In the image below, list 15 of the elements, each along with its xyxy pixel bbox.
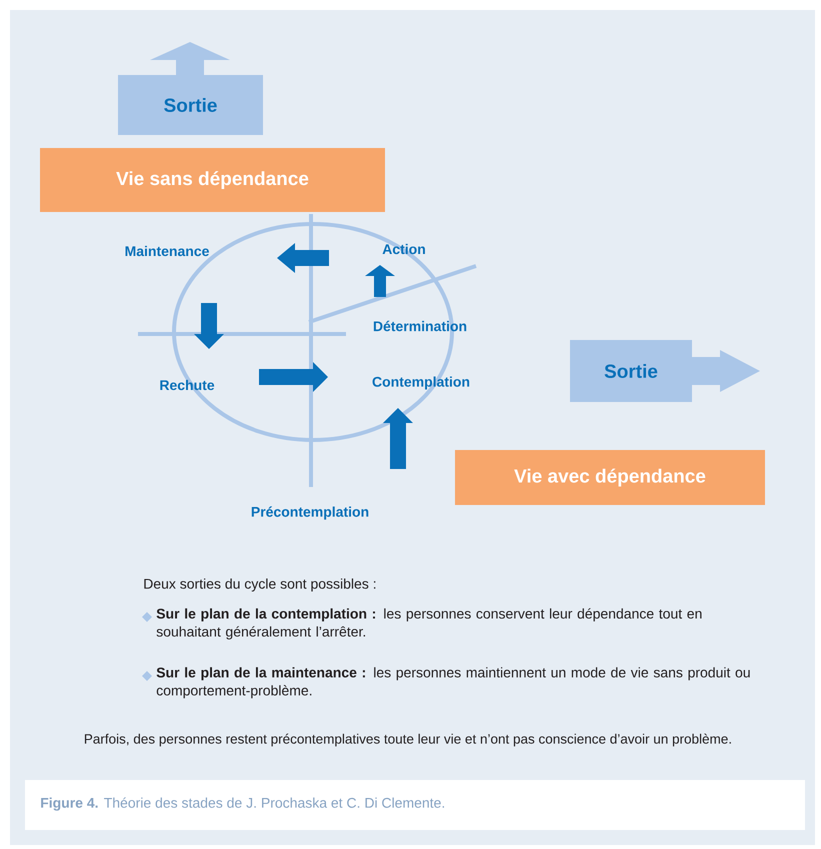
exit-arrow-box: Sortie [570, 340, 760, 402]
stage-label: Rechute [160, 380, 214, 390]
stage-label: Contemplation [372, 376, 470, 390]
note-text: Parfois, des personnes restent précontemplatives toute leur vie et n’ont pas conscience d’avoir un problème. [84, 734, 731, 746]
exit-arrow-box: Sortie [118, 42, 263, 135]
process-box: Vie sans dépendance [40, 148, 385, 212]
stage-label: Action [382, 244, 425, 254]
bullet-text: Sur le plan de la maintenance : les personnes maintiennent un mode de vie sans produit ou comportement-problème. [156, 667, 750, 698]
stage-label: Précontemplation [252, 506, 368, 520]
caption-box: Figure 4. Théorie des stades de J. Prochaska et C. Di Clemente. [25, 780, 805, 830]
stage-label: Détermination [374, 320, 466, 332]
bullet-text: Sur le plan de la contemplation : les personnes conservent leur dépendance tout en souhaitant généralement l’arrêter. [156, 608, 702, 640]
intro-text: Deux sorties du cycle sont possibles : [144, 578, 376, 592]
process-box: Vie avec dépendance [455, 450, 765, 505]
stage-label: Maintenance [126, 246, 209, 256]
